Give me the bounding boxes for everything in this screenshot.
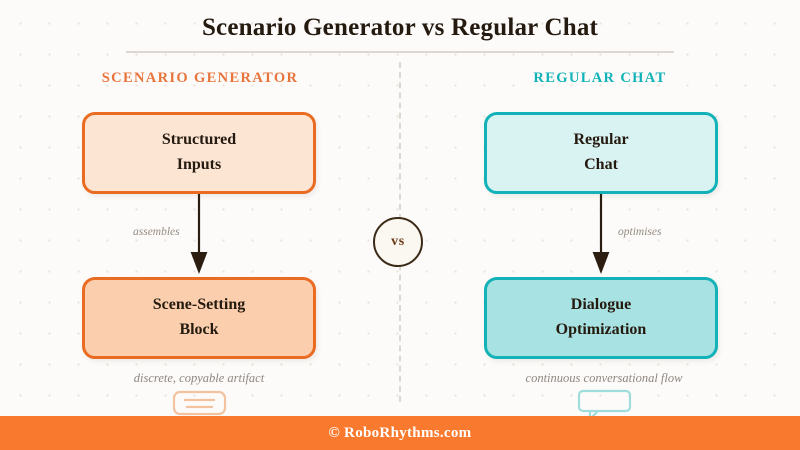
left-flow-arrow-icon [190, 194, 208, 274]
document-card-icon [172, 390, 227, 416]
footer-text: © RoboRhythms.com [328, 424, 472, 441]
left-bottom-box[interactable]: Scene-Setting Block [82, 277, 316, 359]
left-top-box-line1: Structured [161, 131, 237, 149]
right-top-box[interactable]: Regular Chat [484, 112, 718, 194]
right-bottom-box-line2: Optimization [555, 321, 647, 338]
right-footnote: continuous conversational flow [525, 371, 683, 385]
right-flow-arrow-icon [592, 194, 610, 274]
right-bottom-box-line1: Dialogue [570, 296, 632, 314]
left-bottom-box-line2: Block [179, 321, 219, 338]
footer-bar: © RoboRhythms.com [0, 416, 800, 450]
right-top-box-line2: Chat [584, 156, 618, 173]
left-edge-label: assembles [133, 226, 180, 238]
left-bottom-box-line1: Scene-Setting [152, 296, 246, 314]
column-header-right: REGULAR CHAT [533, 70, 667, 86]
column-header-left: SCENARIO GENERATOR [101, 70, 299, 86]
title-divider [126, 51, 674, 53]
right-top-box-line1: Regular [573, 131, 629, 149]
page-title: Scenario Generator vs Regular Chat [201, 14, 599, 41]
right-bottom-box[interactable]: Dialogue Optimization [484, 277, 718, 359]
left-top-box-line2: Inputs [176, 156, 222, 173]
right-edge-label: optimises [618, 226, 662, 238]
left-footnote: discrete, copyable artifact [133, 371, 265, 385]
left-top-box[interactable]: Structured Inputs [82, 112, 316, 194]
vs-badge: vs [373, 217, 423, 267]
